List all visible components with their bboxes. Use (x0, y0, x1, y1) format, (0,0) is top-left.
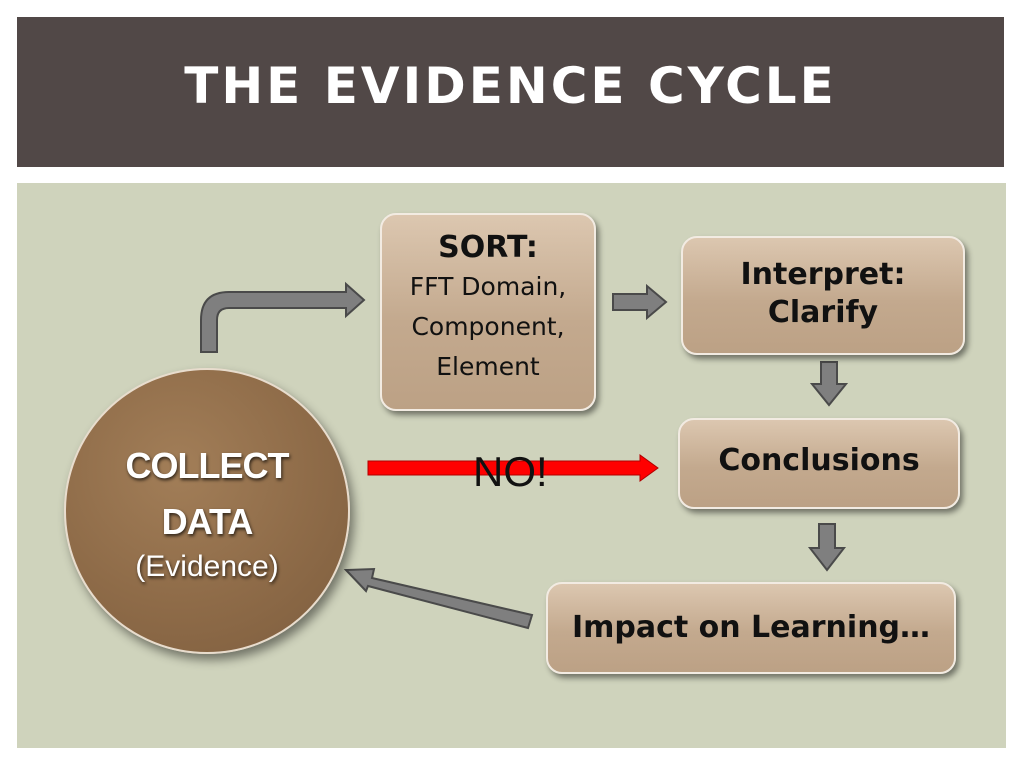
evidence-label: (Evidence) (135, 550, 279, 583)
interpret-line-2: Clarify (767, 295, 879, 330)
arrow-collect-to-sort (200, 281, 366, 353)
arrow-conclusions-to-impact (807, 523, 847, 572)
no-arrow (367, 454, 659, 482)
collect-label: COLLECT (125, 445, 290, 486)
collect-data-circle: COLLECT DATA (Evidence) (64, 368, 350, 654)
sort-line-3: Element (436, 352, 540, 381)
sort-line-2: Component, (411, 312, 565, 341)
title-bar: THE EVIDENCE CYCLE (17, 17, 1004, 167)
arrow-sort-to-interpret (612, 283, 668, 321)
data-label: DATA (161, 501, 254, 542)
arrow-impact-to-collect (343, 567, 534, 630)
interpret-box: Interpret: Clarify (681, 236, 965, 355)
interpret-line-1: Interpret: (740, 257, 906, 292)
sort-box: SORT: FFT Domain, Component, Element (380, 213, 596, 411)
conclusions-box: Conclusions (678, 418, 960, 509)
slide-title: THE EVIDENCE CYCLE (184, 57, 837, 115)
arrow-interpret-to-conclusions (809, 361, 849, 407)
no-label: NO! (473, 448, 548, 495)
impact-box: Impact on Learning… (546, 582, 956, 674)
sort-title: SORT: (438, 230, 538, 265)
sort-line-1: FFT Domain, (409, 272, 567, 301)
conclusions-label: Conclusions (718, 443, 920, 478)
impact-label: Impact on Learning… (571, 610, 931, 645)
